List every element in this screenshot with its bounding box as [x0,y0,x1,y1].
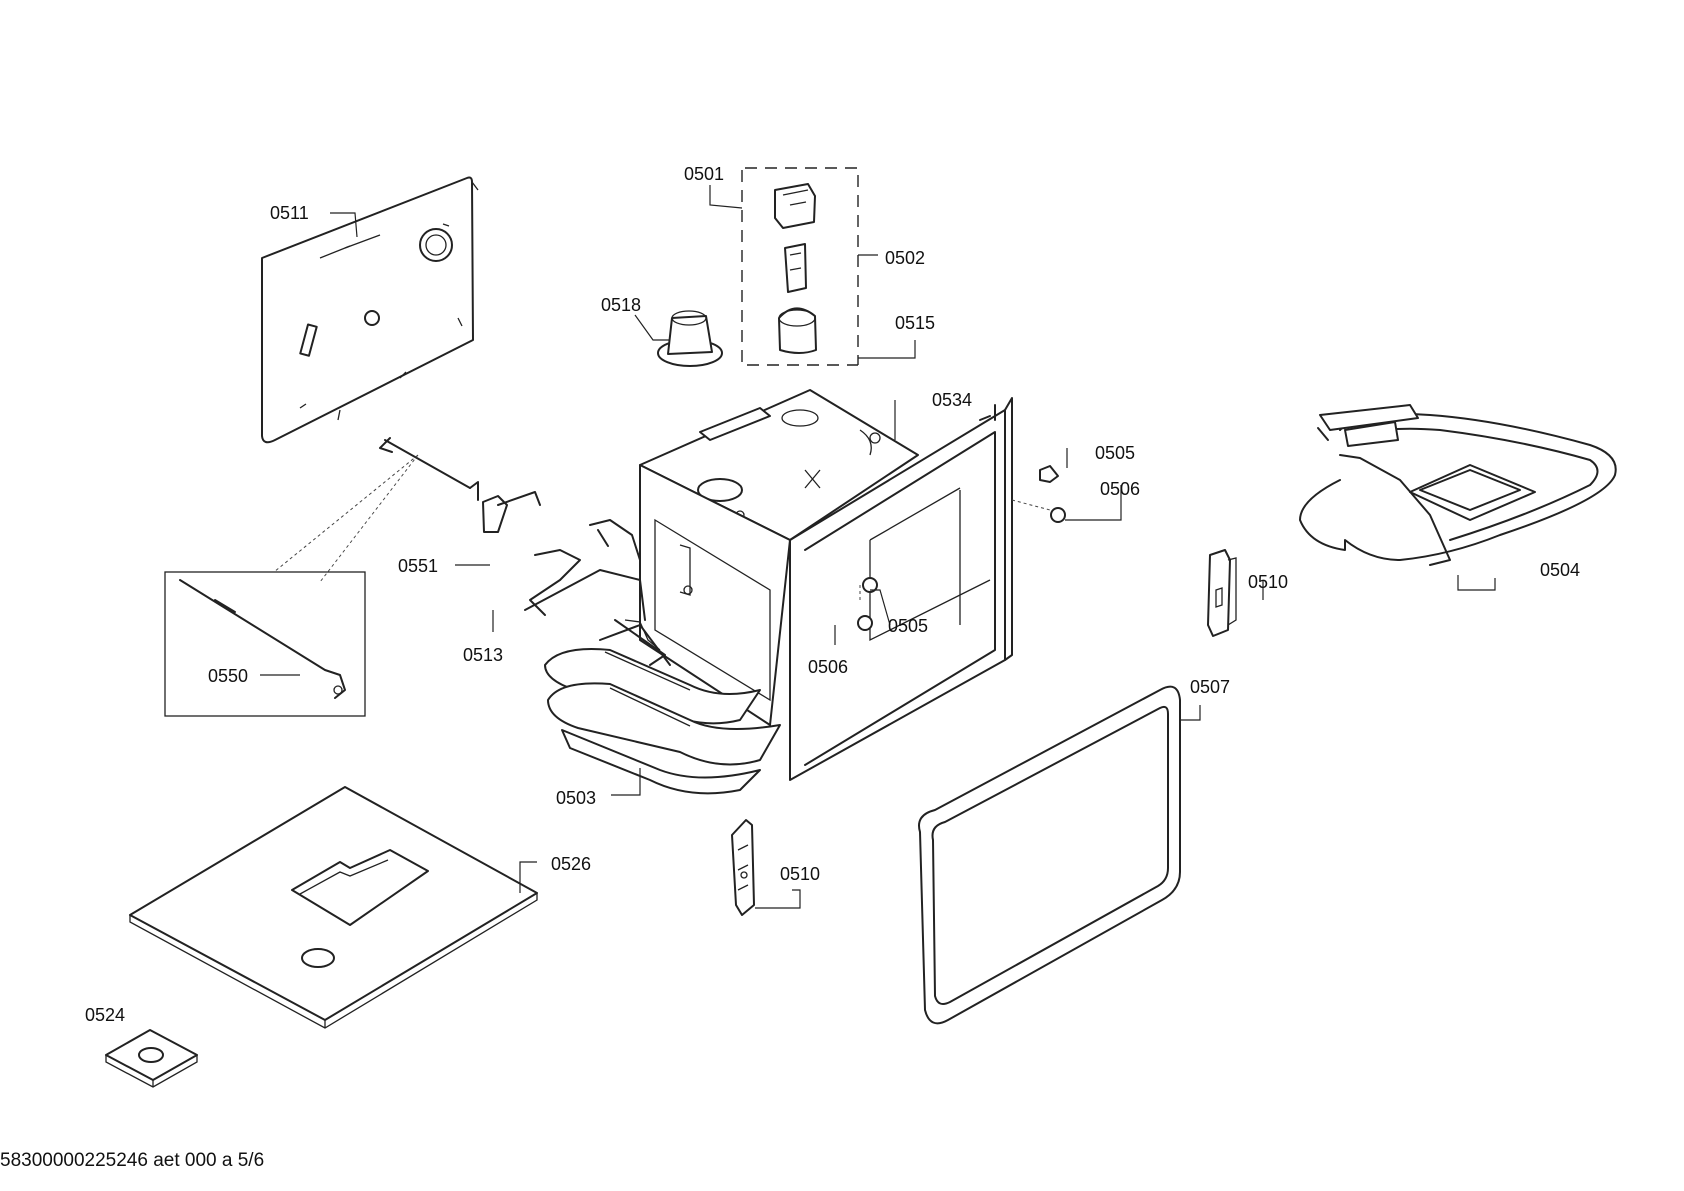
label-0511: 0511 [270,203,309,223]
part-0507-door-seal [918,685,1181,1025]
label-0550: 0550 [208,666,248,686]
label-0510-upper: 0510 [1248,572,1288,592]
label-0505-right: 0505 [1095,443,1135,463]
part-0551-0513-0550-sensor-parts [164,437,541,717]
part-0511-rear-panel [261,176,479,444]
label-0515: 0515 [895,313,935,333]
label-0506-center: 0506 [808,657,848,677]
label-0501: 0501 [684,164,724,184]
label-0518: 0518 [601,295,641,315]
part-0501-0502-switch-assembly [741,167,859,366]
label-0526: 0526 [551,854,591,874]
part-0526-insulation-mat [129,786,538,1029]
label-0503: 0503 [556,788,596,808]
label-0506-right: 0506 [1100,479,1140,499]
part-0518-lamp-socket [657,310,723,367]
part-0505-0506-caps [857,465,1066,631]
label-0534: 0534 [932,390,972,410]
label-0502: 0502 [885,248,925,268]
label-0505-center: 0505 [888,616,928,636]
part-0504-top-heater [1299,404,1617,566]
document-code: 58300000225246 aet 000 a 5/6 [0,1150,265,1171]
label-0510-lower: 0510 [780,864,820,884]
label-0513: 0513 [463,645,503,665]
part-0503-heating-element [524,519,781,795]
label-0507: 0507 [1190,677,1230,697]
part-0510-hinge-upper [1207,549,1237,637]
label-0551: 0551 [398,556,438,576]
part-0510-hinge-lower [731,819,755,916]
part-labels: 0511 0501 0502 0515 0518 0534 0505 0506 … [85,164,1580,1025]
leader-lines [260,185,1496,909]
part-0524-pad [105,1029,198,1088]
label-0504: 0504 [1540,560,1580,580]
label-0524: 0524 [85,1005,125,1025]
